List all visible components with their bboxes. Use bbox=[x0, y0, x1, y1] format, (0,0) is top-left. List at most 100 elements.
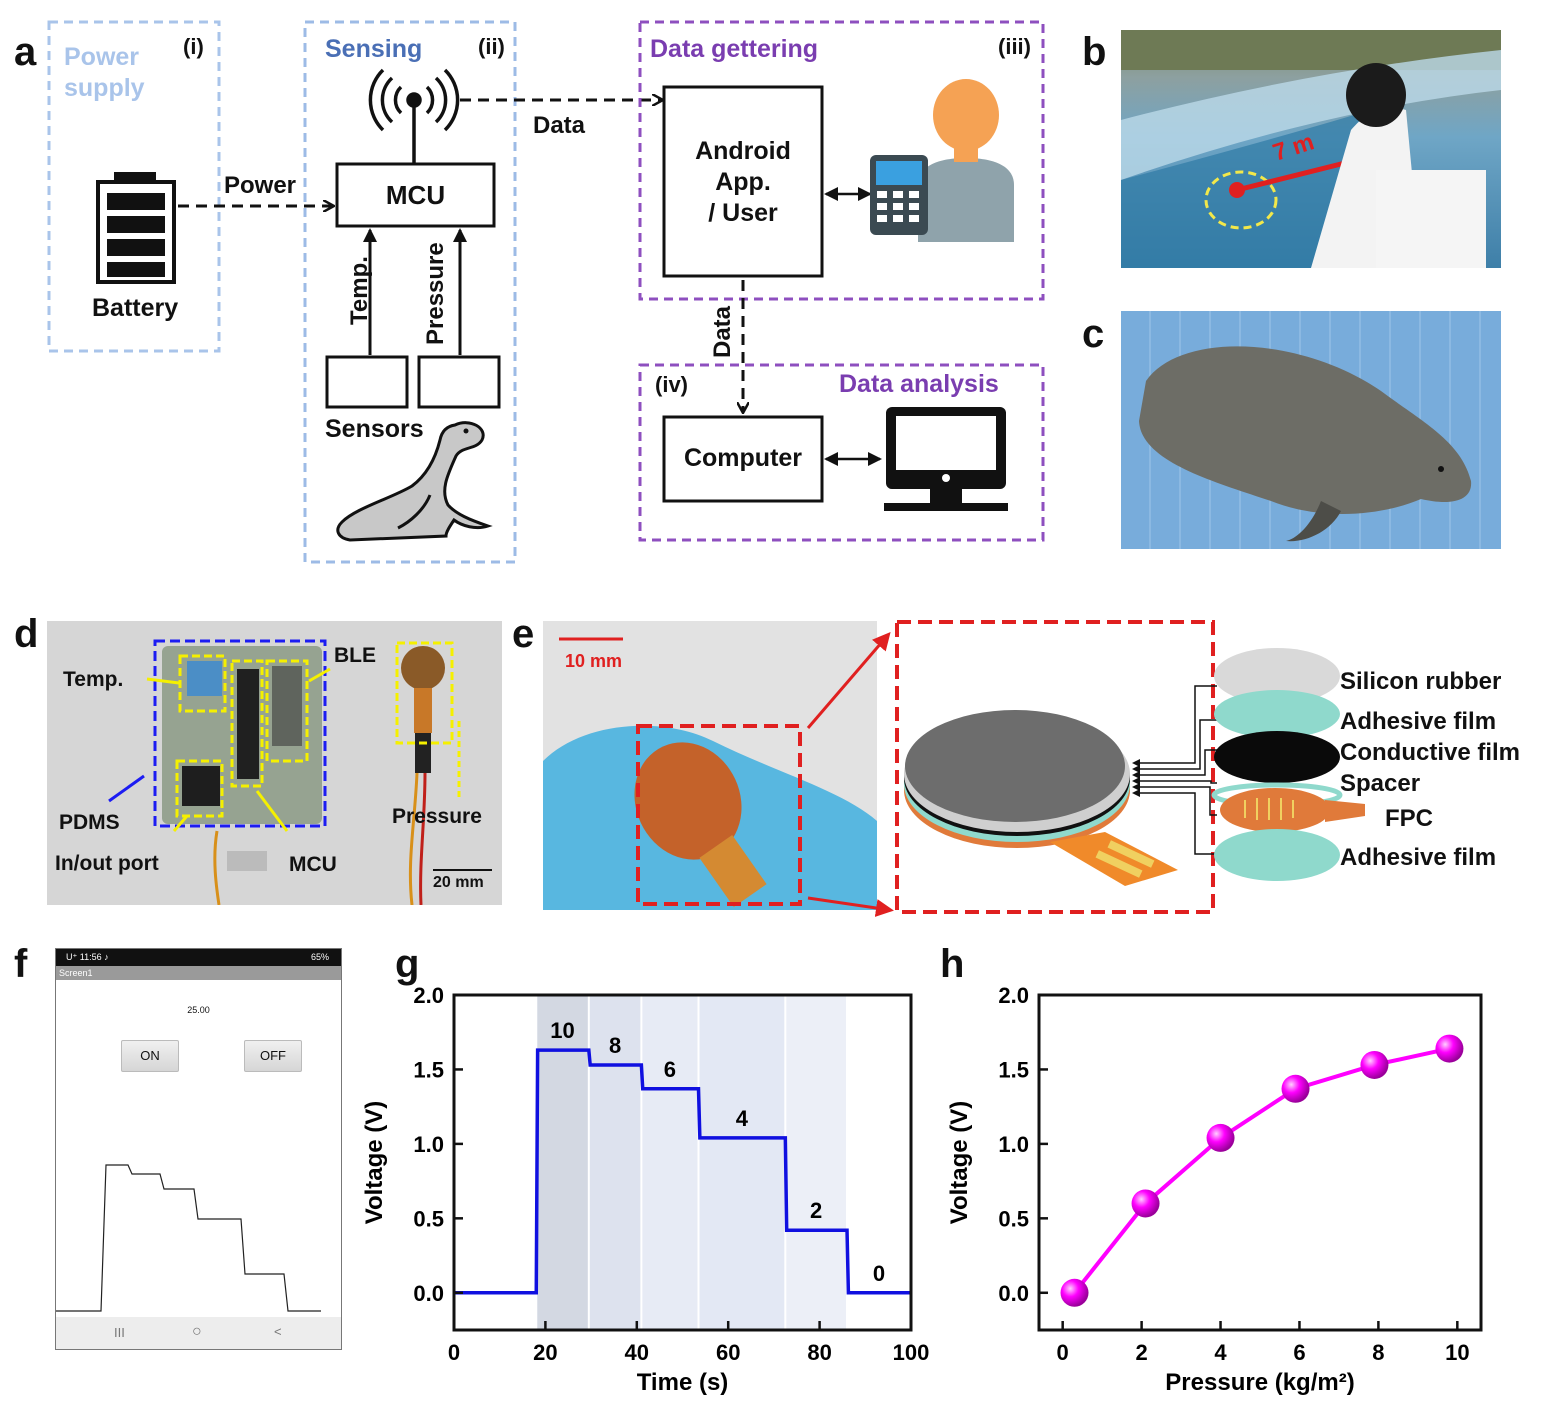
d-inout-label: In/out port bbox=[55, 852, 159, 875]
step-label: 4 bbox=[736, 1106, 749, 1131]
mcu-box bbox=[335, 162, 496, 228]
chart-g-x-axis-label: Time (s) bbox=[637, 1369, 729, 1396]
shaded-region bbox=[537, 996, 588, 1329]
panel-label-h: h bbox=[940, 942, 965, 986]
system-diagram bbox=[47, 20, 1045, 564]
status-battery: 65% bbox=[310, 952, 329, 962]
nav-home-button[interactable]: ○ bbox=[192, 1323, 202, 1340]
sensors-label: Sensors bbox=[325, 415, 424, 443]
computer-box bbox=[662, 415, 824, 503]
data-arrow-label: Data bbox=[533, 112, 586, 139]
data-gathering-title: Data gettering bbox=[650, 35, 819, 63]
antenna-icon bbox=[368, 68, 460, 165]
sensor-layer-diagram bbox=[895, 620, 1365, 914]
nav-bar: III ○ < bbox=[56, 1317, 341, 1349]
panel-label-d: d bbox=[14, 612, 39, 656]
chart-g-frame bbox=[452, 993, 913, 1332]
chart-g-y-tick-label: 2.0 bbox=[413, 983, 444, 1008]
photo-device: Temp. BLE PDMS In/out port MCU Pressure … bbox=[47, 621, 502, 905]
layer-conductive-film: Conductive film bbox=[1340, 739, 1521, 766]
shaded-region bbox=[642, 996, 698, 1329]
photo-sensor-hand: 10 mm bbox=[543, 621, 877, 910]
chart-h-x-tick-label: 2 bbox=[1135, 1340, 1147, 1365]
shaded-region bbox=[786, 996, 847, 1329]
layer-spacer: Spacer bbox=[1340, 770, 1421, 797]
chart-g-x-tick-label: 40 bbox=[625, 1340, 649, 1365]
pressure-label: Pressure bbox=[422, 242, 449, 345]
chart-g-x-tick-label: 0 bbox=[448, 1340, 460, 1365]
phone-screenshot: U⁺ 11:56 ♪ 65% Screen1 25.00 ON OFF III … bbox=[55, 948, 342, 1350]
computer-label: Computer bbox=[683, 444, 803, 472]
chart-h-x-tick-label: 4 bbox=[1214, 1340, 1227, 1365]
chart-g-y-tick-label: 1.0 bbox=[413, 1132, 444, 1157]
nav-menu-button[interactable]: III bbox=[114, 1325, 125, 1340]
step-label: 2 bbox=[810, 1198, 822, 1223]
phone-voltage-trace bbox=[56, 1164, 321, 1312]
phone-icon bbox=[870, 155, 928, 235]
android-line2: App. bbox=[715, 168, 771, 196]
chart-g-x-tick-label: 80 bbox=[807, 1340, 831, 1365]
temp-sensor-box bbox=[325, 355, 409, 409]
chart-h-y-tick-label: 2.0 bbox=[998, 983, 1029, 1008]
d-mcu-label: MCU bbox=[289, 853, 337, 876]
chart-h-x-axis-label: Pressure (kg/m²) bbox=[1165, 1369, 1354, 1396]
power-supply-title: Power supply bbox=[64, 43, 145, 102]
chart-g-y-tick-label: 0.5 bbox=[413, 1206, 444, 1231]
d-pressure-label: Pressure bbox=[392, 805, 482, 828]
pressure-sensor-box bbox=[417, 355, 501, 409]
power-arrow-label: Power bbox=[224, 172, 297, 199]
data-analysis-box bbox=[638, 363, 1045, 542]
chart-g-y-axis-label: Voltage (V) bbox=[361, 1101, 388, 1225]
android-line1: Android bbox=[695, 137, 791, 165]
data-gathering-box bbox=[638, 20, 1045, 301]
layer-silicon-rubber: Silicon rubber bbox=[1340, 668, 1502, 695]
data-point bbox=[1281, 1074, 1310, 1103]
nav-back-button[interactable]: < bbox=[274, 1324, 282, 1339]
chart-h-frame bbox=[1037, 993, 1483, 1332]
data-point bbox=[1206, 1123, 1235, 1152]
sensing-roman: (ii) bbox=[478, 34, 505, 59]
step-label: 0 bbox=[873, 1261, 885, 1286]
chart-h-x-tick-label: 10 bbox=[1445, 1340, 1469, 1365]
e-scale-label: 10 mm bbox=[565, 651, 623, 671]
panel-label-f: f bbox=[14, 942, 28, 986]
layer-adhesive-film-bottom: Adhesive film bbox=[1340, 844, 1497, 871]
temp-label: Temp. bbox=[346, 256, 373, 325]
shaded-region bbox=[589, 996, 641, 1329]
battery-icon bbox=[96, 172, 176, 284]
user-icon bbox=[918, 79, 1014, 242]
chart-g-y-tick-label: 0.0 bbox=[413, 1281, 444, 1306]
d-temp-label: Temp. bbox=[63, 668, 124, 691]
gathering-roman: (iii) bbox=[998, 34, 1031, 59]
d-scale-label: 20 mm bbox=[433, 874, 484, 891]
screen-title: Screen1 bbox=[59, 968, 93, 978]
chart-g-x-tick-label: 20 bbox=[533, 1340, 557, 1365]
chart-h-y-tick-label: 1.5 bbox=[998, 1057, 1029, 1082]
data-point bbox=[1131, 1189, 1160, 1218]
off-button[interactable]: OFF bbox=[244, 1040, 302, 1072]
layer-adhesive-film-top: Adhesive film bbox=[1340, 708, 1497, 735]
android-line3: / User bbox=[708, 199, 778, 227]
screen-title-bar: Screen1 bbox=[56, 966, 341, 980]
sensing-title: Sensing bbox=[325, 35, 423, 63]
layer-fpc: FPC bbox=[1385, 805, 1433, 832]
panel-label-b: b bbox=[1082, 30, 1107, 74]
data-point bbox=[1360, 1050, 1389, 1079]
vertical-data-label: Data bbox=[709, 305, 736, 358]
panel-label-c: c bbox=[1082, 312, 1105, 356]
step-label: 6 bbox=[664, 1057, 676, 1082]
chart-h-y-tick-label: 0.0 bbox=[998, 1281, 1029, 1306]
chart-h-x-tick-label: 6 bbox=[1293, 1340, 1305, 1365]
photo-pool-remote: 7 m bbox=[1121, 30, 1501, 268]
zoom-arrows bbox=[806, 631, 894, 917]
chart-h-y-axis-label: Voltage (V) bbox=[946, 1101, 973, 1225]
data-point bbox=[1060, 1278, 1089, 1307]
status-bar: U⁺ 11:56 ♪ 65% bbox=[56, 949, 341, 966]
seal-icon bbox=[336, 421, 493, 542]
data-analysis-title: Data analysis bbox=[839, 370, 999, 398]
d-pdms-label: PDMS bbox=[59, 811, 120, 834]
chart-h-x-tick-label: 0 bbox=[1057, 1340, 1069, 1365]
on-button[interactable]: ON bbox=[121, 1040, 179, 1072]
